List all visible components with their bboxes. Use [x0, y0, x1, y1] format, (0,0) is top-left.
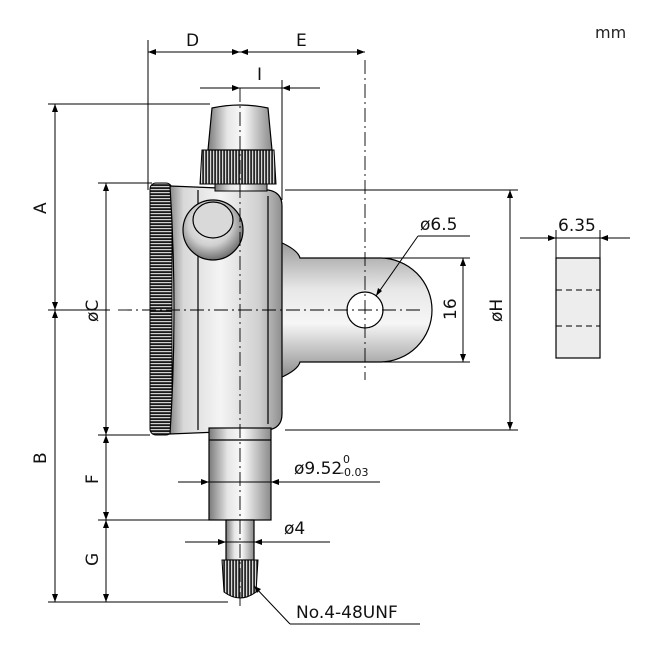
cap — [207, 104, 273, 151]
indicator-body — [149, 104, 433, 599]
dim-label-E: E — [296, 31, 307, 51]
cap-knurl — [199, 149, 277, 185]
dim-label-stem: ø9.52 — [294, 459, 342, 479]
dim-label-hole: ø6.5 — [420, 215, 457, 235]
dim-label-G: G — [83, 553, 103, 566]
dim-label-I: I — [257, 65, 262, 85]
dim-label-stem-tol-upper: 0 — [343, 453, 350, 466]
dim-label-F: F — [83, 474, 103, 484]
dim-label-thread: No.4-48UNF — [296, 603, 398, 623]
unit-label: mm — [595, 23, 626, 42]
dim-label-stem-tol-lower: -0.03 — [340, 466, 368, 479]
dim-label-lug-height: 16 — [441, 298, 461, 320]
lug-side-view — [520, 230, 630, 359]
dim-label-lug-thickness: 6.35 — [558, 216, 596, 236]
dimension-lines — [48, 40, 518, 625]
dim-label-H: øH — [487, 299, 507, 322]
dim-label-A: A — [31, 202, 51, 214]
dim-label-C: øC — [83, 300, 103, 322]
dim-label-B: B — [31, 452, 51, 464]
dim-label-D: D — [186, 31, 199, 51]
limit-knob — [192, 201, 234, 239]
dim-label-spindle: ø4 — [284, 519, 305, 539]
bezel-knurl — [149, 182, 173, 436]
